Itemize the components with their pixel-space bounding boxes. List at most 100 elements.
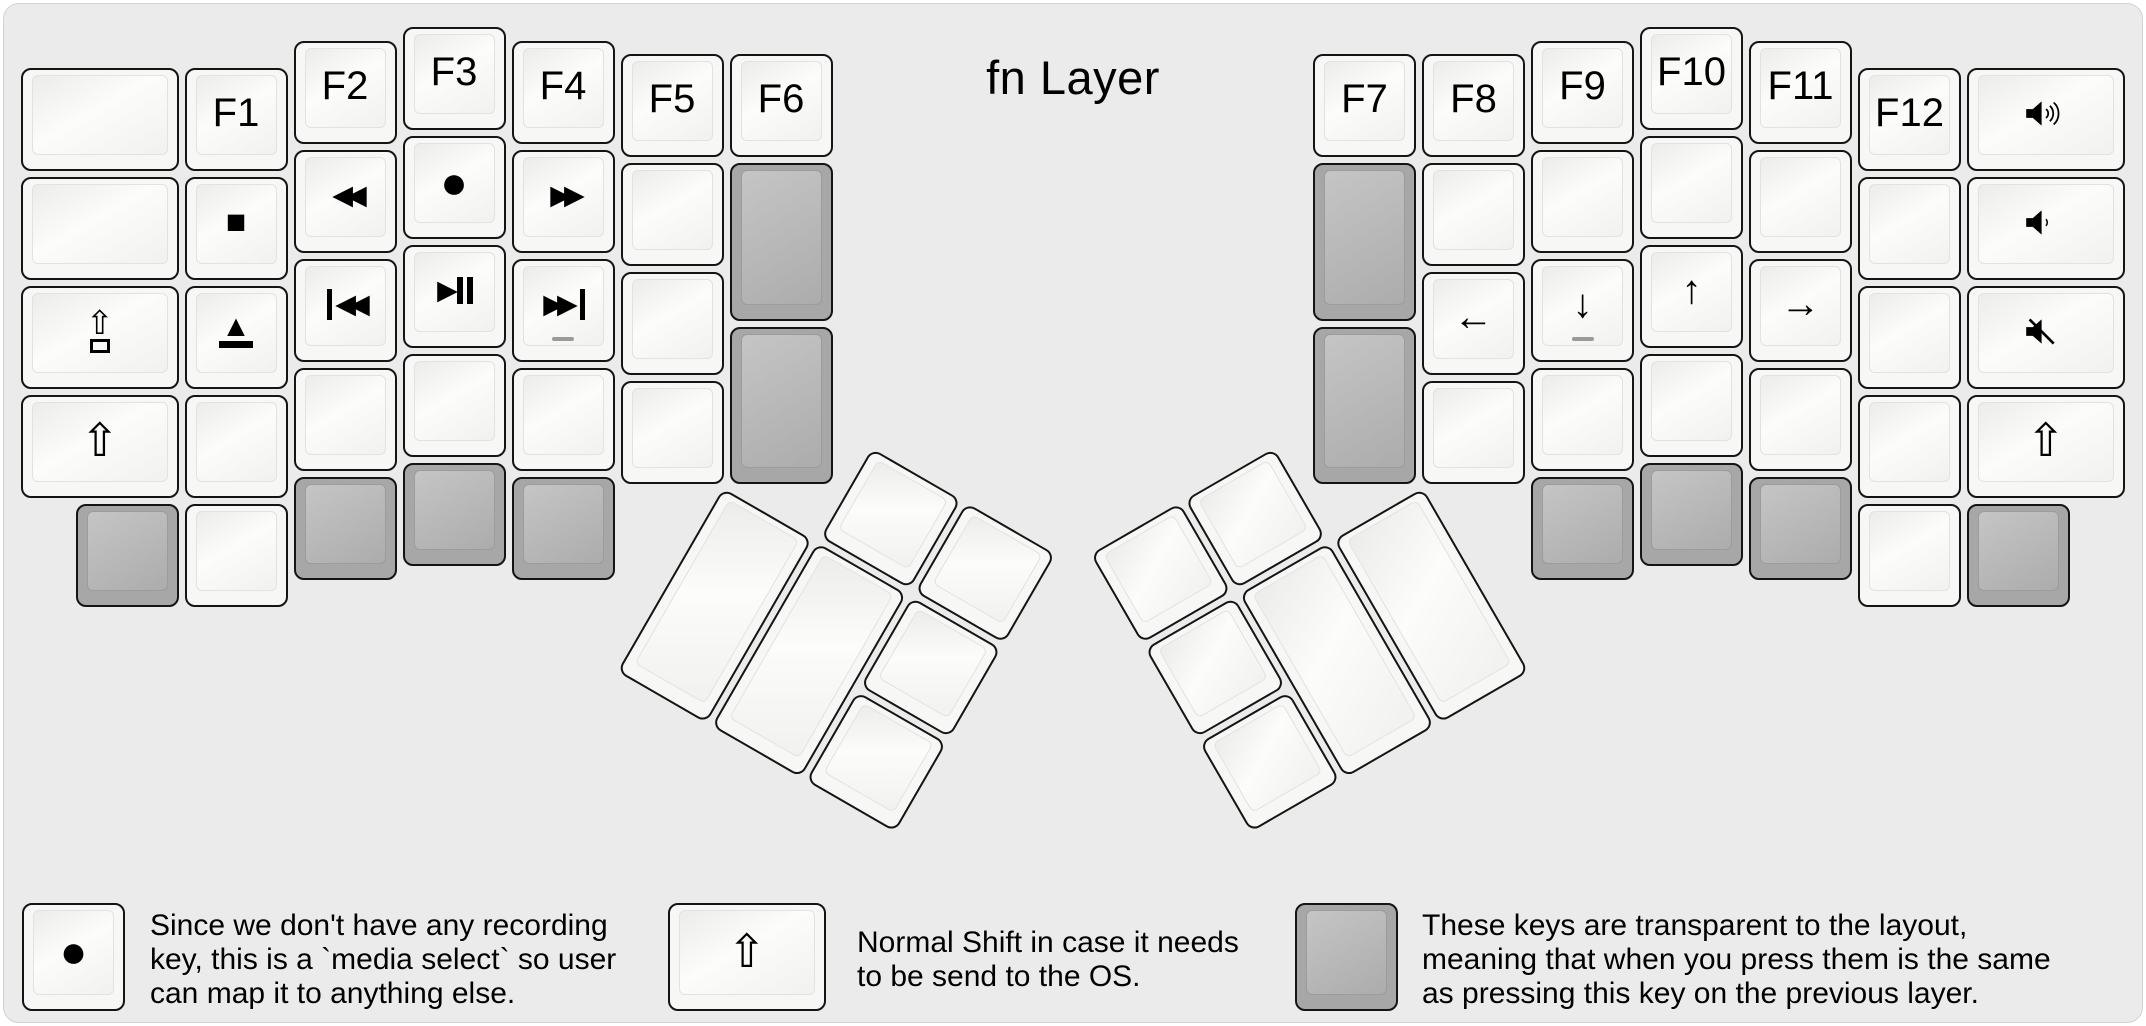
key-mute[interactable] xyxy=(1967,285,2125,389)
key-blank[interactable] xyxy=(1858,285,1961,389)
keycap-top xyxy=(1651,252,1732,332)
key-legend-empty xyxy=(1751,370,1850,457)
key-blank[interactable] xyxy=(184,394,288,498)
key-fast-forward[interactable]: ▶▶ xyxy=(511,149,615,253)
key-blank[interactable] xyxy=(620,163,724,267)
key-transparent[interactable] xyxy=(1967,503,2070,607)
key-label: F10 xyxy=(1657,50,1726,94)
legend-text-3: These keys are transparent to the layout… xyxy=(1422,909,2051,1011)
key-transparent[interactable] xyxy=(1640,463,1743,566)
keycap-top xyxy=(1869,401,1950,482)
key-legend-empty xyxy=(296,479,395,566)
keycap-top xyxy=(1542,156,1623,237)
key-blank[interactable] xyxy=(1749,367,1852,471)
key-next-track[interactable]: ▶▶ xyxy=(511,258,615,362)
keycap-top xyxy=(522,483,604,564)
keycap-top xyxy=(413,34,495,114)
mute-icon xyxy=(1969,288,2123,375)
key-blank[interactable] xyxy=(1640,354,1743,457)
keycap-top xyxy=(522,265,604,346)
key-f8[interactable]: F8 xyxy=(1422,54,1525,158)
prev-track-icon: ◀◀ xyxy=(296,261,395,348)
key-f7[interactable]: F7 xyxy=(1313,54,1416,158)
key-transparent[interactable] xyxy=(1531,476,1634,580)
key-f12[interactable]: F12 xyxy=(1858,67,1961,171)
keycap-top xyxy=(1760,374,1841,455)
keycap-top xyxy=(304,47,386,128)
key-arrow-up[interactable]: ↑ xyxy=(1640,245,1743,348)
key-blank[interactable] xyxy=(21,67,179,171)
key-label: F12 xyxy=(1875,90,1944,135)
keycap-top xyxy=(631,61,713,142)
key-arrow-left[interactable]: ← xyxy=(1422,272,1525,376)
key-transparent[interactable] xyxy=(1313,163,1416,321)
key-blank[interactable] xyxy=(293,367,397,471)
key-f1[interactable]: F1 xyxy=(184,67,288,171)
key-legend-empty xyxy=(1860,179,1959,266)
layer-title: fn Layer xyxy=(986,51,1160,104)
keycap-top xyxy=(1542,374,1623,455)
key-transparent[interactable] xyxy=(293,476,397,580)
keycap-top xyxy=(1433,279,1514,360)
key-blank[interactable] xyxy=(1531,149,1634,253)
key-blank[interactable] xyxy=(1749,149,1852,253)
key-blank[interactable] xyxy=(21,176,179,280)
key-f6[interactable]: F6 xyxy=(729,54,833,158)
key-blank[interactable] xyxy=(1858,394,1961,498)
stop-icon: ■ xyxy=(225,202,247,241)
key-f11[interactable]: F11 xyxy=(1749,40,1852,144)
key-blank[interactable] xyxy=(620,381,724,485)
legend-key-record: ● xyxy=(22,903,125,1012)
keycap-top xyxy=(1433,61,1514,142)
key-play-pause[interactable]: ▶ xyxy=(402,245,506,348)
key-blank[interactable] xyxy=(184,503,288,607)
key-prev-track[interactable]: ◀◀ xyxy=(293,258,397,362)
key-shift[interactable]: ⇧ xyxy=(1967,394,2125,498)
arrow-up-icon: ↑ xyxy=(1681,268,1702,312)
key-transparent[interactable] xyxy=(1313,326,1416,485)
legend-key-shift: ⇧ xyxy=(668,903,826,1012)
key-blank[interactable] xyxy=(1858,176,1961,280)
key-blank[interactable] xyxy=(1858,503,1961,607)
key-f2[interactable]: F2 xyxy=(293,40,397,144)
key-blank[interactable] xyxy=(1531,367,1634,471)
key-transparent[interactable] xyxy=(729,163,833,321)
arrow-down-icon: ↓ xyxy=(1572,281,1593,326)
key-transparent[interactable] xyxy=(402,463,506,566)
key-transparent[interactable] xyxy=(1749,476,1852,580)
keycap-top xyxy=(86,510,168,591)
key-f3[interactable]: F3 xyxy=(402,27,506,130)
key-blank[interactable] xyxy=(402,354,506,457)
key-f4[interactable]: F4 xyxy=(511,40,615,144)
key-stop[interactable]: ■ xyxy=(184,176,288,280)
key-blank[interactable] xyxy=(1422,381,1525,485)
key-legend-empty xyxy=(1424,383,1523,470)
key-arrow-down[interactable]: ↓ xyxy=(1531,258,1634,362)
key-shift[interactable]: ⇧ xyxy=(21,394,179,498)
key-blank[interactable] xyxy=(1640,136,1743,239)
keycap-top xyxy=(1542,265,1623,346)
key-volume-up[interactable] xyxy=(1967,67,2125,171)
keycap-top xyxy=(1978,183,2114,264)
keycap-top xyxy=(1760,265,1841,346)
legend-text-line: These keys are transparent to the layout… xyxy=(1422,909,1968,942)
key-label: F7 xyxy=(1341,77,1388,122)
key-transparent[interactable] xyxy=(729,326,833,485)
key-caps-lock[interactable]: ⇧ xyxy=(21,285,179,389)
key-transparent[interactable] xyxy=(511,476,615,580)
key-f9[interactable]: F9 xyxy=(1531,40,1634,144)
key-volume-down[interactable] xyxy=(1967,176,2125,280)
key-eject[interactable]: ▲ xyxy=(184,285,288,389)
key-record[interactable]: ● xyxy=(402,136,506,239)
key-blank[interactable] xyxy=(620,272,724,376)
key-legend-empty xyxy=(623,165,722,252)
key-blank[interactable] xyxy=(1422,163,1525,267)
key-transparent[interactable] xyxy=(75,503,179,607)
key-legend-empty xyxy=(514,479,613,566)
key-f10[interactable]: F10 xyxy=(1640,27,1743,130)
key-rewind[interactable]: ◀◀ xyxy=(293,149,397,253)
keycap-top xyxy=(413,470,495,550)
key-blank[interactable] xyxy=(511,367,615,471)
key-arrow-right[interactable]: → xyxy=(1749,258,1852,362)
key-f5[interactable]: F5 xyxy=(620,54,724,158)
